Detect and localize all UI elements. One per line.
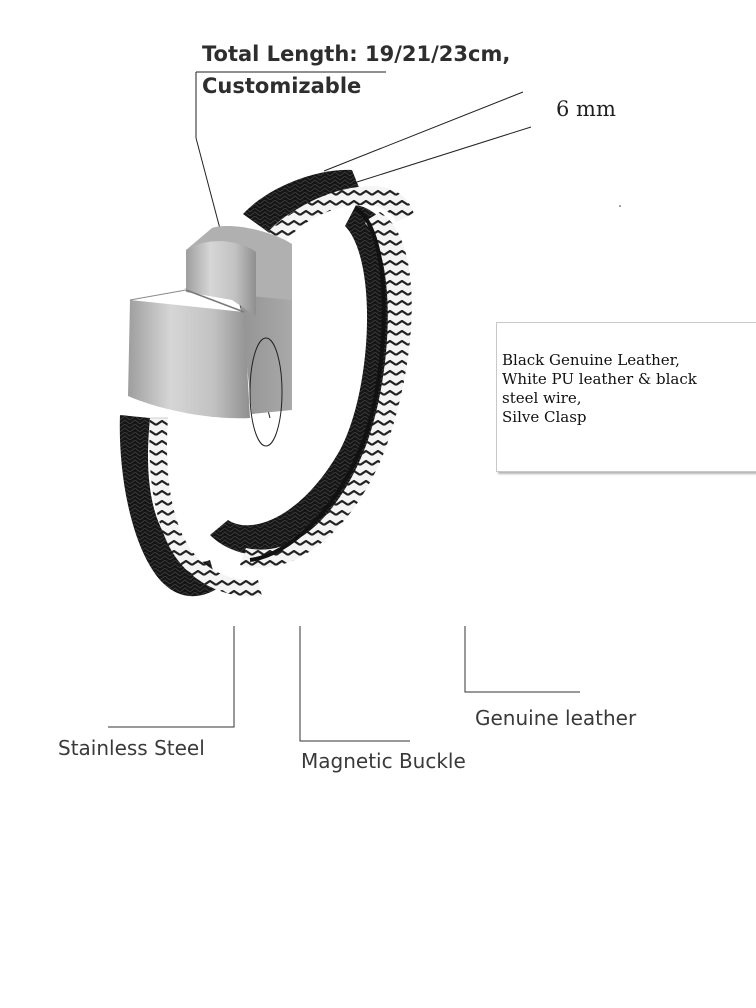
material-line: White PU leather & black	[502, 370, 697, 388]
customizable-title: Customizable	[202, 74, 362, 98]
material-line: steel wire,	[502, 389, 582, 407]
bracelet-back-band	[210, 205, 412, 568]
genuine-leather-label: Genuine leather	[475, 706, 637, 730]
magnetic-buckle-label: Magnetic Buckle	[301, 749, 466, 773]
bracelet-center-stripe	[249, 206, 386, 562]
material-line: Black Genuine Leather,	[502, 351, 680, 369]
bottom-callout-lines	[108, 626, 580, 742]
magnetic-clasp	[128, 225, 292, 419]
material-description-box: Black Genuine Leather, White PU leather …	[496, 322, 756, 472]
bracelet-white-band	[149, 186, 414, 597]
stray-dot	[619, 205, 621, 207]
buckle-highlight-ellipse	[249, 337, 283, 447]
width-label: 6 mm	[556, 97, 616, 121]
total-length-title: Total Length: 19/21/23cm,	[202, 42, 511, 66]
stainless-steel-label: Stainless Steel	[58, 736, 205, 760]
bracelet-black-band	[119, 169, 360, 597]
material-line: Silve Clasp	[502, 408, 587, 426]
width-leader-lines	[323, 91, 532, 183]
